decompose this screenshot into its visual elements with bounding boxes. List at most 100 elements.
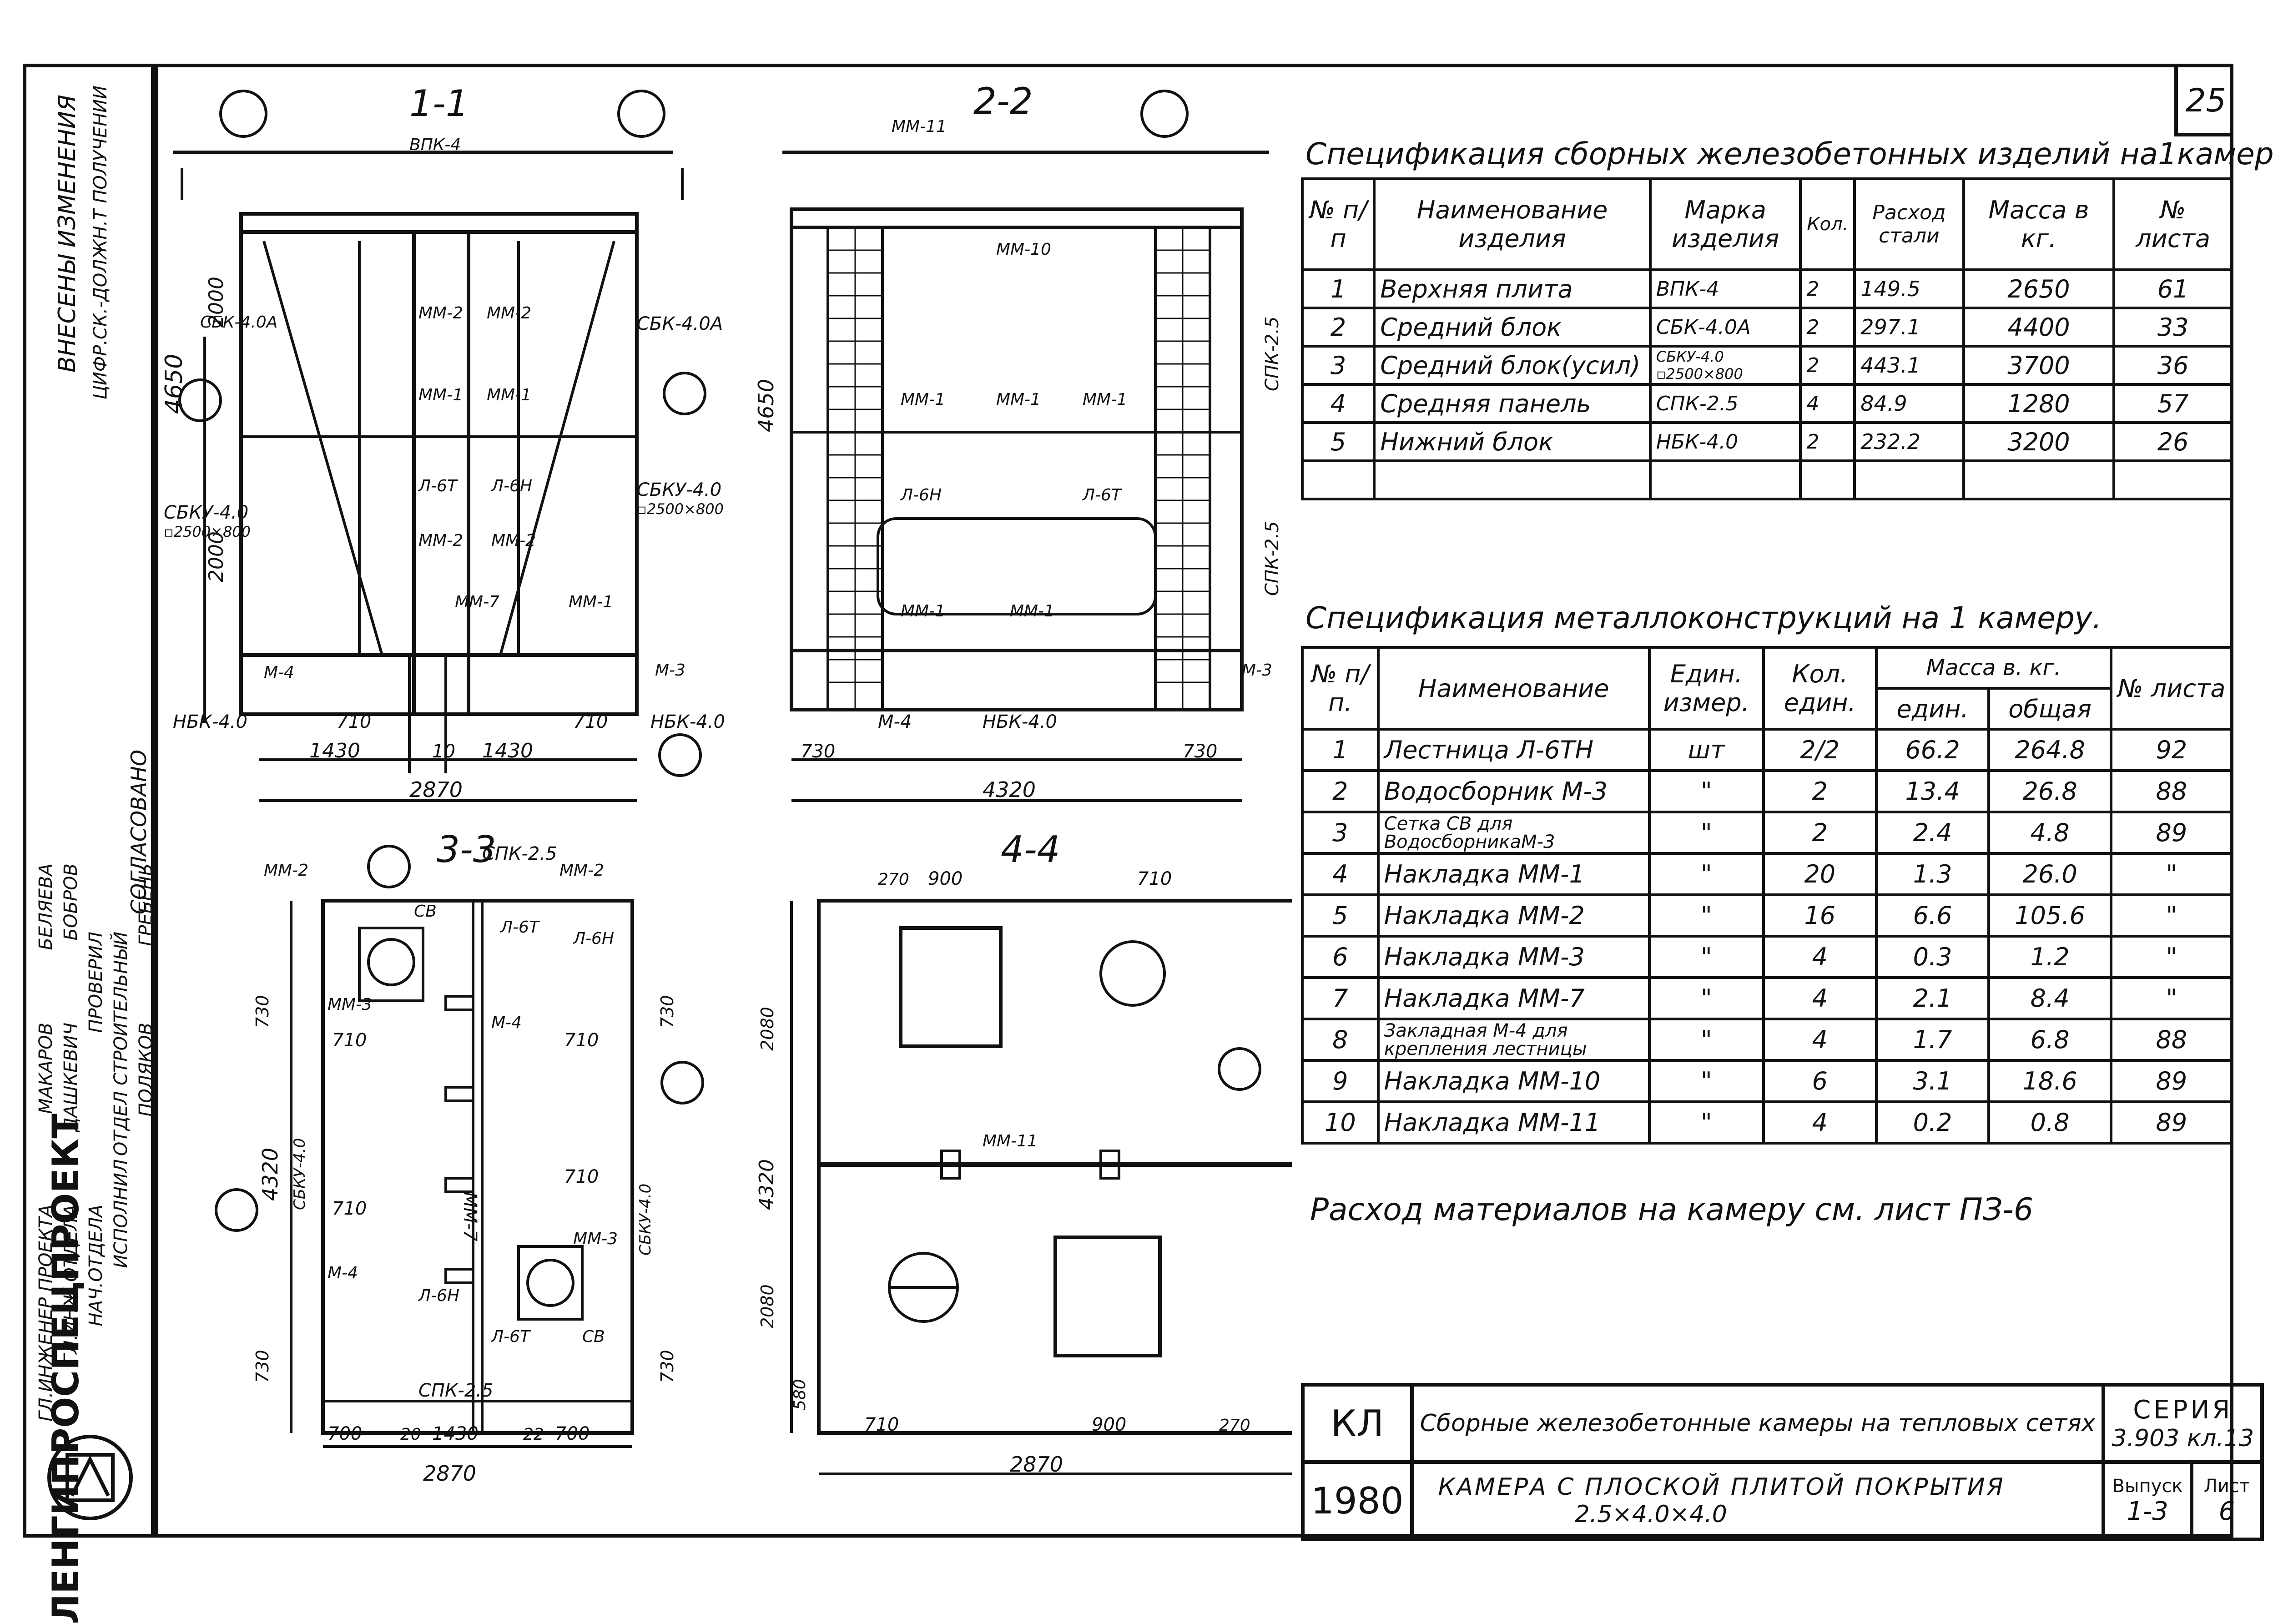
- spec2-h-unit: Един. измер.: [1648, 646, 1765, 731]
- cell: 105.6: [1987, 893, 2112, 938]
- staff-name-2: ДАШКЕВИЧ: [60, 1023, 81, 1132]
- spec2-h-qty: Кол. един.: [1762, 646, 1878, 731]
- cell: 443.1: [1853, 345, 1965, 386]
- cell: 0.2: [1875, 1100, 1991, 1145]
- cell: 3: [1301, 811, 1380, 855]
- cell: ": [2109, 852, 2234, 896]
- dim-10: 10: [432, 741, 455, 762]
- dim-730-c: 730: [252, 995, 272, 1028]
- spec2-h-name: Наименование: [1376, 646, 1651, 731]
- cell: 13.4: [1875, 769, 1991, 813]
- section-4-4: [790, 899, 1292, 1475]
- label-mm2-e: ММ-2: [264, 861, 308, 880]
- staff-role-3: НАЧ.ОТДЕЛА: [86, 1205, 106, 1326]
- cell: 6: [1762, 1059, 1878, 1103]
- section-4-4-title: 4-4: [1001, 828, 1060, 871]
- cell: 61: [2112, 268, 2233, 309]
- label-l6n-c: Л-6Н: [572, 929, 614, 948]
- cell: 84.9: [1853, 383, 1965, 424]
- cell: ": [1648, 811, 1765, 855]
- dim-2000-b: 2000: [205, 531, 228, 582]
- label-sbku-d: СБКУ-4.0: [636, 1184, 655, 1256]
- label-nbk-left: НБК-4.0: [173, 711, 247, 732]
- cell: 2650: [1962, 268, 2116, 309]
- label-l6t-c: Л-6Т: [499, 918, 540, 937]
- spec1-h-mark: Марка изделия: [1648, 177, 1802, 271]
- section-1-1: [173, 90, 684, 802]
- cell: 9: [1301, 1059, 1380, 1103]
- cell: шт: [1648, 728, 1765, 772]
- cell: [2112, 459, 2233, 500]
- cell: Лестница Л-6ТН: [1376, 728, 1651, 772]
- cell: 264.8: [1987, 728, 2112, 772]
- dim-2000-a: 2000: [205, 277, 228, 328]
- staff-role-6: ПРОВЕРИЛ: [86, 932, 106, 1033]
- label-nbk-mid: НБК-4.0: [983, 711, 1057, 732]
- cell: 4: [1762, 1018, 1878, 1062]
- section-2-2-title: 2-2: [973, 80, 1033, 122]
- label-nbk-right: НБК-4.0: [650, 711, 725, 732]
- cell: ": [1648, 1100, 1765, 1145]
- label-sbku-size-left: ▫2500×800: [164, 523, 251, 540]
- label-sv-a: СВ: [414, 902, 437, 921]
- label-mm3-b: ММ-3: [573, 1230, 618, 1248]
- cell: ": [1648, 935, 1765, 979]
- label-mm2-c: ММ-2: [418, 531, 463, 550]
- title-block: КЛ Сборные железобетонные камеры на тепл…: [1301, 1383, 2264, 1541]
- dim-4650-a: 4650: [161, 354, 188, 414]
- org-logo-icon: [47, 1435, 133, 1520]
- cell: 3200: [1962, 421, 2116, 462]
- cell: 297.1: [1853, 307, 1965, 348]
- dim-700-b: 700: [555, 1423, 590, 1444]
- staff-name-3: ПОЛЯКОВ: [136, 1023, 156, 1117]
- changes-note: ВНЕСЕНЫ ИЗМЕНЕНИЯ: [54, 95, 81, 373]
- cell: 89: [2109, 811, 2234, 855]
- dim-4320-b: 4320: [258, 1148, 282, 1201]
- cell: ": [1648, 1059, 1765, 1103]
- cell: 0.3: [1875, 935, 1991, 979]
- label-m4-b: М-4: [878, 711, 912, 732]
- dim-2870-a: 2870: [409, 777, 463, 802]
- label-m4-c: М-4: [491, 1014, 522, 1032]
- label-sbku-c: СБКУ-4.0: [291, 1138, 309, 1210]
- cell: 5: [1300, 421, 1376, 462]
- cell: Накладка ММ-3: [1376, 935, 1651, 979]
- dim-2870-b: 2870: [423, 1461, 476, 1486]
- cell: Накладка ММ-11: [1376, 1100, 1651, 1145]
- label-sbku-size-right: ▫2500×800: [637, 500, 724, 518]
- label-m4-d: М-4: [328, 1264, 358, 1282]
- label-mm3-a: ММ-3: [328, 995, 372, 1014]
- label-mm1-d: ММ-1: [901, 390, 945, 409]
- spec1-h-no: № п/п: [1300, 177, 1376, 271]
- cell: 26: [2112, 421, 2233, 462]
- cell: Верхняя плита: [1373, 268, 1652, 309]
- spec2-table: № п/п. Наименование Един. измер. Кол. ед…: [1301, 646, 2234, 1145]
- spec2-h-no: № п/п.: [1301, 646, 1380, 731]
- dim-270-b: 270: [1219, 1416, 1250, 1435]
- spec1-h-qty: Кол.: [1799, 177, 1856, 271]
- staff-role-5: ИСПОЛНИЛ: [111, 1159, 131, 1268]
- spec1-h-name: Наименование изделия: [1373, 177, 1652, 271]
- series-number: 3.903 кл.13: [2112, 1424, 2254, 1452]
- cell: 4: [1301, 852, 1380, 896]
- cell: ": [2109, 893, 2234, 938]
- cell: 6: [1301, 935, 1380, 979]
- spec1-header-row: № п/п Наименование изделия Марка изделия…: [1300, 177, 2233, 271]
- cell: 88: [2109, 769, 2234, 813]
- spec2-h-unit-mass: един.: [1875, 687, 1991, 731]
- staff-name-6: ГРЕБЕНЬ: [136, 863, 156, 946]
- cell: Средний блок(усил): [1373, 345, 1652, 386]
- cell: 2: [1762, 769, 1878, 813]
- cell: 149.5: [1853, 268, 1965, 309]
- cell: 36: [2112, 345, 2233, 386]
- label-sbk-right: СБК-4.0А: [637, 313, 723, 334]
- label-sbk-left: СБК-4.0А: [200, 313, 277, 332]
- cell: 66.2: [1875, 728, 1991, 772]
